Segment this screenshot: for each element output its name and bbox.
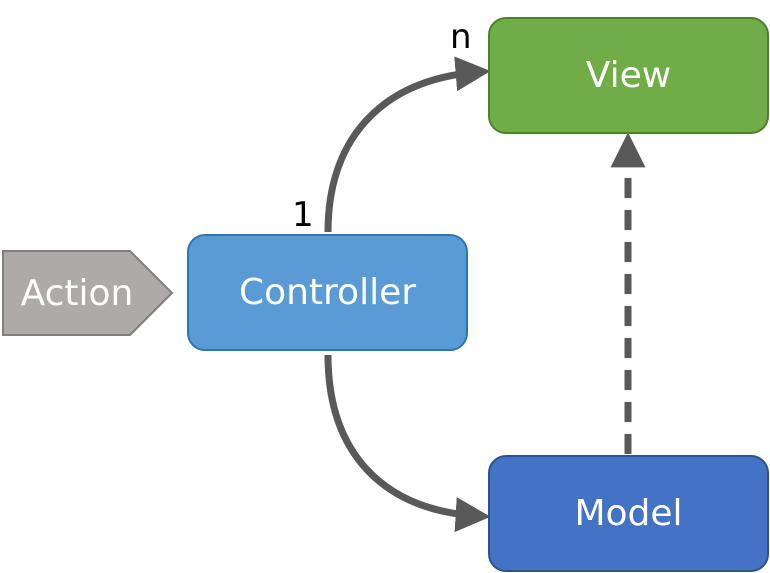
multiplicity-n-label: n (450, 17, 472, 57)
view-label: View (585, 55, 672, 96)
controller-to-view-arrow (324, 56, 491, 233)
multiplicity-1-label: 1 (292, 195, 314, 235)
view-node: View (488, 17, 769, 134)
model-node: Model (488, 455, 769, 572)
controller-node: Controller (187, 234, 468, 351)
controller-label: Controller (238, 272, 417, 313)
action-label: Action (20, 272, 134, 314)
action-shape (2, 250, 174, 336)
model-label: Model (574, 493, 683, 534)
controller-to-model-arrow (324, 354, 491, 533)
